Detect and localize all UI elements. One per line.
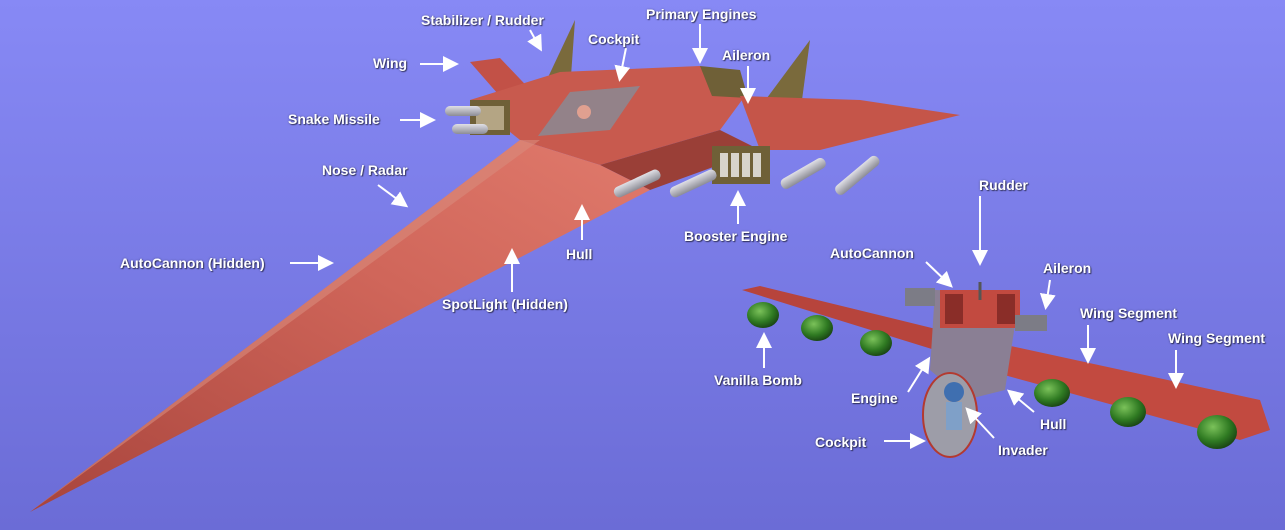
- label-wing: Wing: [373, 55, 408, 71]
- label-primary-engines: Primary Engines: [646, 6, 757, 22]
- label-nose-radar: Nose / Radar: [322, 162, 408, 178]
- label-spotlight-hidden: SpotLight (Hidden): [442, 296, 568, 312]
- left-hull-side: [600, 130, 760, 190]
- right-ship-aileron-right: [1015, 315, 1047, 331]
- label-aileron-right-ship: Aileron: [1043, 260, 1092, 276]
- label-hull-right-ship: Hull: [1040, 416, 1067, 432]
- label-wing-segment-2: Wing Segment: [1168, 330, 1266, 346]
- right-ship-aileron-left: [905, 288, 935, 306]
- label-booster-engine: Booster Engine: [684, 228, 788, 244]
- right-ship-right-wing: [950, 335, 1270, 440]
- label-autocannon-hidden: AutoCannon (Hidden): [120, 255, 265, 271]
- label-engine: Engine: [851, 390, 898, 406]
- snake-missiles: [445, 106, 880, 198]
- label-stabilizer-rudder: Stabilizer / Rudder: [421, 12, 544, 28]
- label-aileron-left-ship: Aileron: [722, 47, 771, 63]
- label-cockpit-right-ship: Cockpit: [815, 434, 867, 450]
- right-ship-left-wing: [742, 286, 940, 350]
- label-vanilla-bomb: Vanilla Bomb: [714, 372, 802, 388]
- invader-figure: [944, 382, 964, 402]
- label-autocannon: AutoCannon: [830, 245, 914, 261]
- label-rudder: Rudder: [979, 177, 1028, 193]
- label-invader: Invader: [998, 442, 1048, 458]
- label-snake-missile: Snake Missile: [288, 111, 380, 127]
- leader-arrows: [290, 24, 1184, 449]
- aileron-fin: [758, 40, 810, 115]
- label-hull-left-ship: Hull: [566, 246, 593, 262]
- label-cockpit: Cockpit: [588, 31, 640, 47]
- right-wing: [740, 96, 960, 150]
- label-wing-segment-1: Wing Segment: [1080, 305, 1178, 321]
- nose-radar-cone: [30, 140, 650, 512]
- left-ship: [30, 20, 960, 512]
- vanilla-bombs: [747, 302, 1237, 449]
- right-ship: [742, 282, 1270, 458]
- pilot-head: [577, 105, 591, 119]
